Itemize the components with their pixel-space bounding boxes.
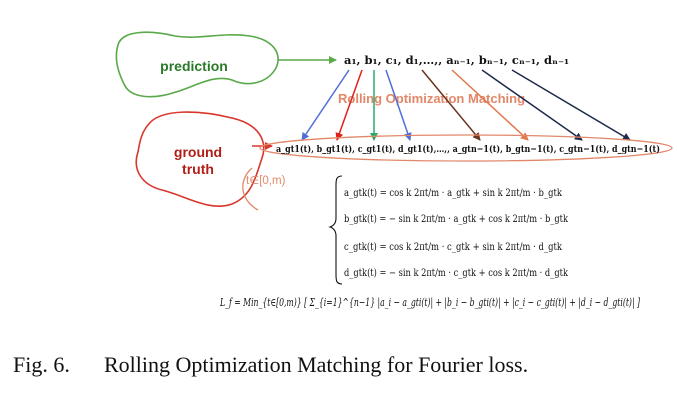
- t-range-arc: [242, 167, 259, 211]
- ground-truth-sequence-ellipse: [259, 134, 673, 162]
- match-arrow-b1: [335, 69, 363, 141]
- equation-brace: [328, 175, 343, 285]
- equation-d-gtk: d_gtk(t) = − sin k 2πt/m · c_gtk + cos k…: [344, 268, 568, 279]
- ground-truth-label-line2: truth: [182, 161, 214, 177]
- loss-formula: L_f = Min_{t∈[0,m)} [ Σ_{i=1}^{n−1} |a_i…: [219, 296, 640, 310]
- caption-text: Rolling Optimization Matching for Fourie…: [104, 352, 529, 377]
- prediction-label: prediction: [160, 58, 228, 74]
- prediction-sequence: a₁, b₁, c₁, d₁,…,, aₙ₋₁, bₙ₋₁, cₙ₋₁, dₙ₋…: [344, 53, 569, 67]
- match-arrow-a1: [301, 69, 350, 141]
- figure-number: Fig. 6.: [13, 352, 70, 377]
- ground-truth-sequence: a_gt1(t), b_gt1(t), c_gt1(t), d_gt1(t),……: [276, 144, 660, 155]
- t-range-label: t∈[0,m): [246, 175, 286, 187]
- match-arrow-d1: [385, 69, 412, 141]
- match-arrow-bn-1: [451, 69, 529, 141]
- rolling-matching-diagram: prediction a₁, b₁, c₁, d₁,…,, aₙ₋₁, bₙ₋₁…: [115, 31, 673, 310]
- match-arrow-dn-1: [511, 69, 631, 141]
- equation-c-gtk: c_gtk(t) = cos k 2πt/m · c_gtk + sin k 2…: [344, 242, 562, 253]
- match-arrow-cn-1: [481, 69, 583, 141]
- prediction-outline: [115, 31, 279, 98]
- equation-a-gtk: a_gtk(t) = cos k 2πt/m · a_gtk + sin k 2…: [344, 188, 562, 199]
- match-arrow-an-1: [421, 69, 481, 141]
- ground-truth-outline: [135, 111, 265, 207]
- rolling-optimization-label: Rolling Optimization Matching: [338, 91, 525, 106]
- equation-b-gtk: b_gtk(t) = − sin k 2πt/m · a_gtk + cos k…: [344, 214, 568, 225]
- ground-truth-label-line1: ground: [174, 144, 222, 160]
